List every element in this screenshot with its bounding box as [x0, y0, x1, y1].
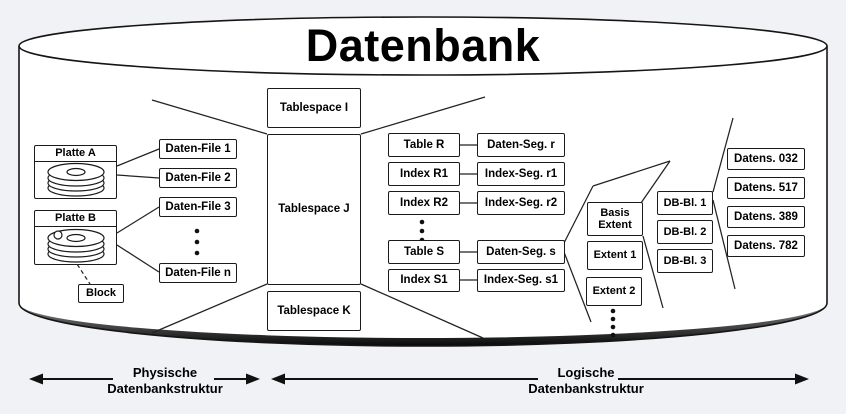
legend-logical-line1: Logische: [557, 365, 615, 380]
daten-seg-r-node: Daten-Seg. r: [477, 133, 565, 157]
legend-logical: Logische Datenbankstruktur: [506, 365, 666, 396]
index-r1-node: Index R1: [388, 162, 460, 186]
table-s-node: Table S: [388, 240, 460, 264]
db-block-1-node: DB-Bl. 1: [657, 191, 713, 215]
disk-platte-b-label: Platte B: [35, 211, 116, 228]
data-file-2-node: Daten-File 2: [159, 168, 237, 188]
record-517-node: Datens. 517: [727, 177, 805, 199]
record-782-node: Datens. 782: [727, 235, 805, 257]
legend-arrows: [29, 373, 809, 385]
connector-lines: [116, 144, 477, 281]
tablespace-k-node: Tablespace K: [267, 291, 361, 331]
index-seg-r2-node: Index-Seg. r2: [477, 191, 565, 215]
legend-physical: Physische Datenbankstruktur: [85, 365, 245, 396]
basis-extent-node: Basis Extent: [587, 202, 643, 236]
diagram-title: Datenbank: [305, 20, 541, 71]
ellipsis-dots: [194, 219, 616, 338]
disk-platte-a-label: Platte A: [35, 146, 116, 163]
disk-icon-platte-a: [47, 162, 105, 197]
block-marker-circle: [53, 230, 63, 240]
record-032-node: Datens. 032: [727, 148, 805, 170]
data-file-1-node: Daten-File 1: [159, 139, 237, 159]
data-file-3-node: Daten-File 3: [159, 197, 237, 217]
index-seg-s1-node: Index-Seg. s1: [477, 269, 565, 292]
daten-seg-s-node: Daten-Seg. s: [477, 240, 565, 264]
fan-lines: [151, 96, 736, 339]
tablespace-j-node: Tablespace J: [267, 134, 361, 285]
data-file-n-node: Daten-File n: [159, 263, 237, 283]
disk-icon-platte-b: [47, 228, 105, 263]
cylinder-bottom-rim: [19, 303, 827, 346]
db-block-2-node: DB-Bl. 2: [657, 220, 713, 244]
disk-platte-b: Platte B: [34, 210, 117, 265]
index-r2-node: Index R2: [388, 191, 460, 215]
db-block-3-node: DB-Bl. 3: [657, 249, 713, 273]
index-seg-r1-node: Index-Seg. r1: [477, 162, 565, 186]
index-s1-node: Index S1: [388, 269, 460, 292]
cylinder-bottom-edge: [18, 302, 828, 347]
block-node: Block: [78, 284, 124, 303]
extent-1-node: Extent 1: [587, 241, 643, 270]
extent-2-node: Extent 2: [586, 277, 642, 306]
legend-logical-line2: Datenbankstruktur: [528, 380, 644, 396]
record-389-node: Datens. 389: [727, 206, 805, 228]
tablespace-i-node: Tablespace I: [267, 88, 361, 128]
cylinder-top-ellipse: [18, 16, 828, 76]
legend-physical-line2: Datenbankstruktur: [107, 380, 223, 396]
disk-platte-a: Platte A: [34, 145, 117, 199]
table-r-node: Table R: [388, 133, 460, 157]
legend-physical-line1: Physische: [132, 365, 198, 380]
